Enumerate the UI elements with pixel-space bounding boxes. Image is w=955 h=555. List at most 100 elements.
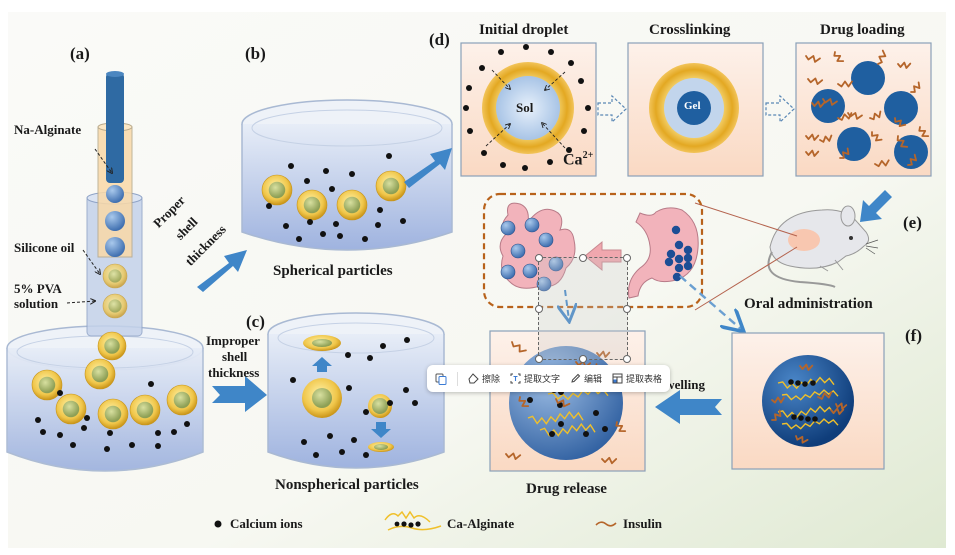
gel-bead bbox=[884, 91, 918, 125]
insulin-strand bbox=[505, 452, 522, 460]
selection-handle-l[interactable] bbox=[535, 305, 543, 313]
selection-handle-r[interactable] bbox=[623, 305, 631, 313]
insulin-strand bbox=[819, 134, 833, 143]
selection-box[interactable] bbox=[535, 254, 631, 363]
insulin-strand bbox=[807, 77, 824, 85]
panel-label-f: (f) bbox=[905, 326, 922, 345]
label-gel: Gel bbox=[684, 100, 701, 112]
dashed-arrow-2 bbox=[765, 94, 795, 124]
calcium-ion-dot bbox=[810, 380, 816, 386]
calcium-ion-dot bbox=[467, 128, 473, 134]
capsule-core bbox=[136, 401, 154, 419]
calcium-ion-dot bbox=[795, 380, 801, 386]
copy-icon bbox=[435, 373, 447, 385]
insulin-strand bbox=[874, 159, 890, 168]
stomach-bead bbox=[674, 254, 684, 264]
erase-button[interactable]: 擦除 bbox=[468, 372, 500, 385]
arrow-to-b bbox=[197, 250, 247, 292]
calcium-ion-dot bbox=[377, 207, 383, 213]
stomach-bead bbox=[683, 253, 693, 263]
insulin-strand bbox=[596, 350, 611, 358]
stomach-bead bbox=[674, 263, 684, 273]
drug-loading-gel-beads bbox=[811, 61, 928, 169]
calcium-ion-dot bbox=[107, 430, 113, 436]
capsule-core bbox=[268, 181, 286, 199]
insulin-strand bbox=[799, 363, 814, 371]
selection-handle-t[interactable] bbox=[579, 254, 587, 262]
toolbar-separator bbox=[457, 371, 458, 386]
panel-c-particles bbox=[302, 335, 394, 452]
panel-a-capsules bbox=[31, 263, 198, 430]
calcium-ion-dot bbox=[527, 397, 533, 403]
capsule-core bbox=[108, 269, 122, 283]
panel-a-calcium-ions bbox=[35, 381, 190, 452]
selection-handle-b[interactable] bbox=[579, 355, 587, 363]
calcium-ion-dot bbox=[363, 409, 369, 415]
caption-spherical: Spherical particles bbox=[273, 263, 393, 279]
extract-table-button[interactable]: 提取表格 bbox=[612, 372, 662, 385]
insulin-strand bbox=[910, 81, 921, 93]
copy-button[interactable] bbox=[435, 373, 447, 385]
selection-handle-tl[interactable] bbox=[535, 254, 543, 262]
panel-label-b: (b) bbox=[245, 44, 266, 63]
extract-text-button[interactable]: 提取文字 bbox=[510, 372, 560, 385]
erase-label: 擦除 bbox=[482, 375, 501, 385]
panel-label-e: (e) bbox=[903, 213, 922, 232]
calcium-ion-dot bbox=[283, 223, 289, 229]
stomach-bead bbox=[672, 272, 682, 282]
calcium-ion-dot bbox=[522, 165, 528, 171]
calcium-ion-dot bbox=[290, 377, 296, 383]
calcium-ion-dot bbox=[375, 222, 381, 228]
panel-b-beaker bbox=[241, 99, 453, 251]
legend-ca-alginate: Ca-Alginate bbox=[447, 516, 515, 531]
calcium-ion-dot bbox=[349, 171, 355, 177]
pink-arrow bbox=[584, 240, 622, 272]
panel-b-calcium-ions bbox=[266, 153, 406, 242]
panel-b-capsules bbox=[261, 170, 407, 221]
edit-button[interactable]: 编辑 bbox=[570, 372, 602, 385]
stomach-bead bbox=[671, 225, 681, 235]
selection-handle-bl[interactable] bbox=[535, 355, 543, 363]
label-pva-line2: solution bbox=[14, 296, 59, 311]
insulin-strand bbox=[805, 55, 821, 63]
table-icon bbox=[612, 373, 623, 384]
legend-ca-alginate-mark bbox=[384, 510, 442, 531]
calcium-ion-dot bbox=[339, 449, 345, 455]
insulin-strand bbox=[871, 131, 883, 142]
calcium-ion-dot bbox=[313, 452, 319, 458]
calcium-ion-dot bbox=[363, 452, 369, 458]
calcium-ion-dot bbox=[304, 178, 310, 184]
calcium-ion-dot bbox=[788, 379, 794, 385]
calcium-ion-dot bbox=[148, 381, 154, 387]
capsule-core bbox=[62, 400, 80, 418]
calcium-ion-dot bbox=[362, 236, 368, 242]
calcium-ion-dot bbox=[481, 150, 487, 156]
title-initial-droplet: Initial droplet bbox=[479, 22, 569, 38]
insulin-strand bbox=[835, 402, 848, 410]
calcium-ion-dot bbox=[346, 385, 352, 391]
insulin-strand bbox=[771, 409, 782, 421]
selection-handle-tr[interactable] bbox=[623, 254, 631, 262]
insulin-strand bbox=[918, 126, 930, 137]
stomach-gel-beads bbox=[664, 225, 693, 282]
box-initial-droplet bbox=[460, 42, 597, 177]
stomach-bead bbox=[683, 261, 693, 271]
calcium-ion-dot bbox=[386, 153, 392, 159]
calcium-ion-dot bbox=[307, 219, 313, 225]
calcium-ion-dot bbox=[412, 400, 418, 406]
intestine-bead bbox=[510, 243, 526, 259]
alginate-chain bbox=[539, 422, 596, 437]
insulin-strand bbox=[771, 396, 785, 404]
selection-handle-br[interactable] bbox=[623, 355, 631, 363]
gel-bead bbox=[811, 89, 845, 123]
calcium-ion-dot bbox=[57, 390, 63, 396]
alginate-chain bbox=[527, 410, 584, 425]
insulin-strand bbox=[817, 391, 833, 400]
panel-c-calcium-ions bbox=[290, 337, 418, 458]
panel-label-c: (c) bbox=[246, 312, 265, 331]
insulin-strand bbox=[518, 396, 530, 407]
insulin-strand bbox=[830, 407, 845, 415]
calcium-ion-dot bbox=[578, 78, 584, 84]
calcium-ion-dot bbox=[387, 400, 393, 406]
